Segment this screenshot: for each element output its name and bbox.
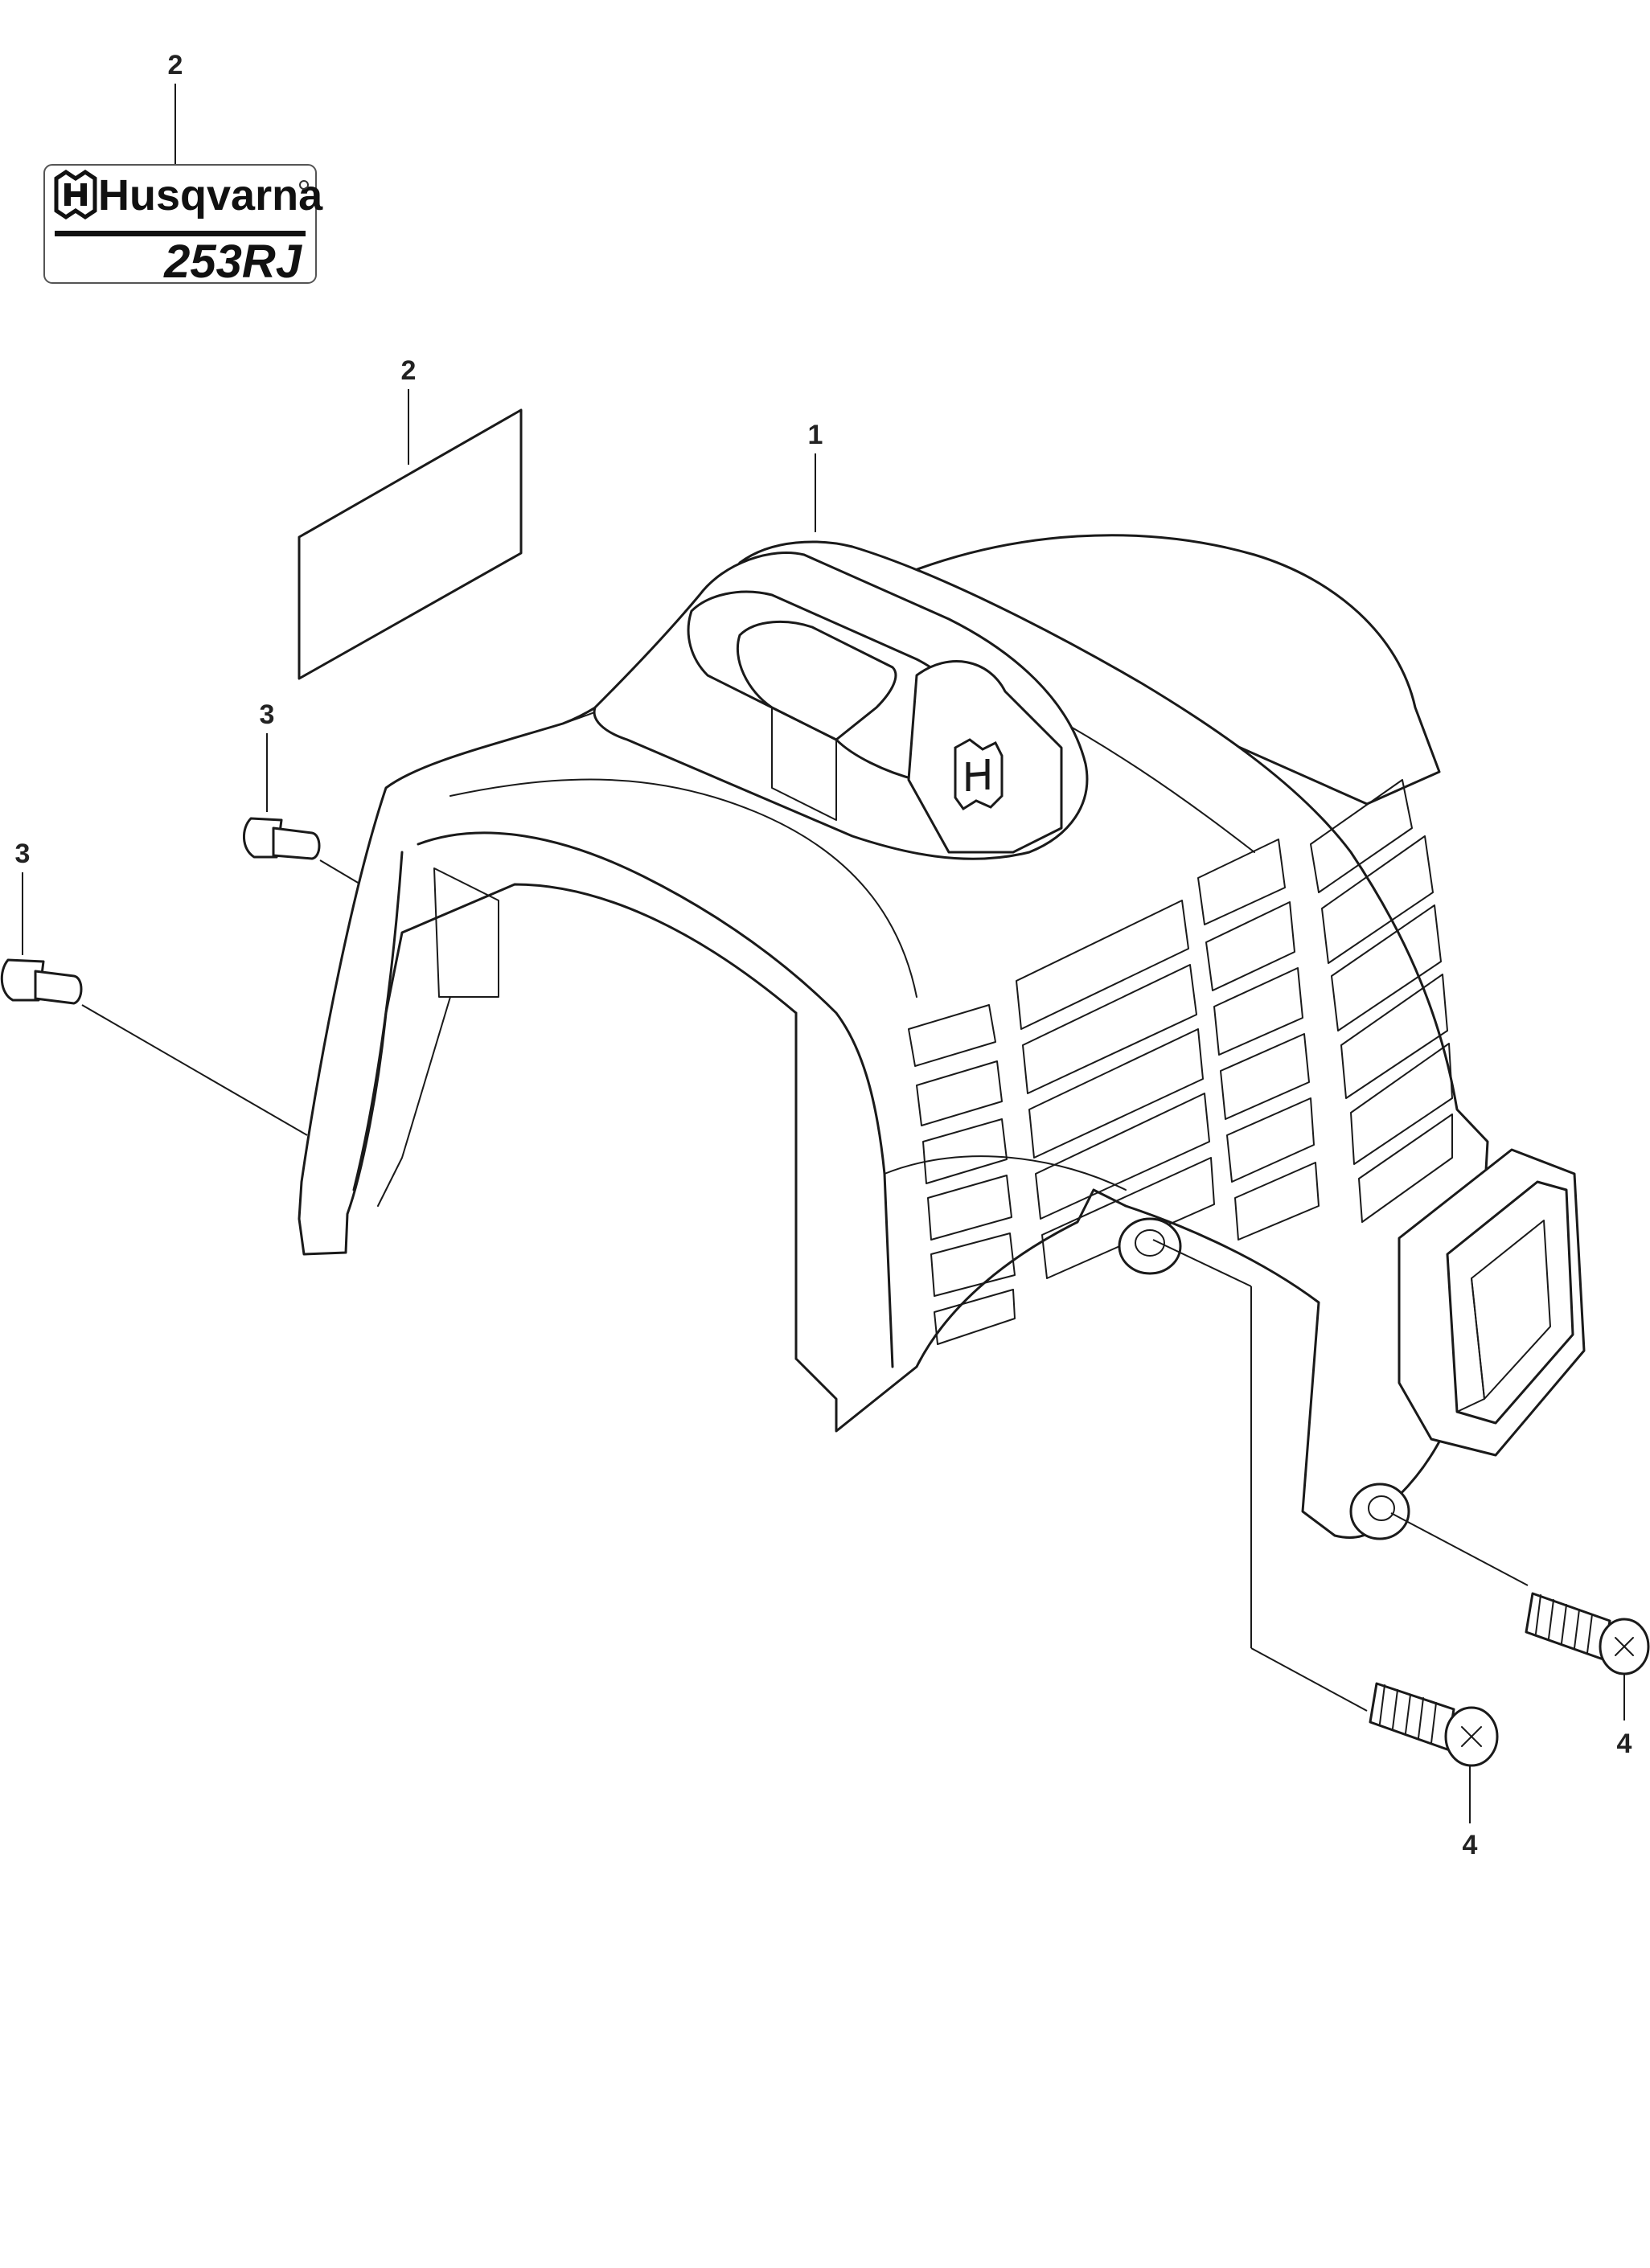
cover-left-leg-fold	[377, 996, 451, 1207]
leader-line-bolt-upper-axis	[319, 859, 364, 887]
grille-slot	[1350, 1043, 1453, 1165]
leader-line-screw-center-diag	[1250, 1647, 1368, 1712]
grille-slot	[1220, 1033, 1310, 1120]
cover-ridge-line-2	[449, 778, 917, 998]
leader-line-bolt-left-axis	[81, 1004, 308, 1136]
callout-bolt-left: 3	[15, 839, 31, 869]
screw-right-part: 4	[1390, 1512, 1650, 1759]
grille-slot	[930, 1232, 1016, 1297]
husqvarna-crown-icon	[54, 169, 97, 220]
decal-model-text: 253RJ	[163, 236, 303, 288]
cover-rear-shell	[899, 534, 1441, 806]
cover-arch-inner-edge	[417, 831, 894, 1368]
decal-label-part: 2 Husqvarna 253RJ	[43, 50, 323, 288]
grille-slot	[1016, 900, 1189, 1030]
boss-ring	[1349, 1483, 1410, 1540]
callout-screw-center: 4	[1463, 1830, 1478, 1860]
handle-opening-wall	[771, 707, 837, 821]
handle-grip-opening	[736, 620, 897, 741]
decal-brand-text: Husqvarna	[98, 171, 323, 219]
registered-mark-icon	[299, 180, 309, 190]
grille-slot	[1340, 974, 1448, 1099]
husqvarna-emblem-icon	[954, 738, 1004, 811]
grille-slot	[922, 1118, 1008, 1184]
screw-right-thread	[1525, 1592, 1611, 1661]
cover-grille-left	[908, 1004, 1016, 1345]
grille-slot	[908, 1004, 996, 1067]
cover-top-handle	[593, 551, 1089, 860]
screw-center-thread	[1369, 1682, 1455, 1751]
cover-right-boss	[1349, 1483, 1410, 1540]
leader-line-screw-right-axis	[1390, 1512, 1529, 1586]
decal-sheet	[298, 408, 523, 680]
grille-slot	[1035, 1093, 1210, 1220]
boss-hole	[1368, 1495, 1395, 1521]
callout-label-top: 2	[168, 50, 183, 80]
boss-hole	[1135, 1229, 1165, 1257]
bolt-left-head	[0, 958, 45, 1002]
decal-sheet-part: 2	[298, 355, 523, 680]
grille-slot	[1226, 1097, 1315, 1183]
grille-slot	[1331, 904, 1442, 1031]
bolt-left-shank	[34, 970, 83, 1005]
engine-cover-part: 1	[298, 420, 1586, 1540]
grille-slot	[1213, 967, 1303, 1056]
cover-grille-right	[1310, 779, 1453, 1223]
grille-slot	[1197, 839, 1286, 925]
grille-slot	[1234, 1162, 1320, 1241]
phillips-drive-icon	[1615, 1637, 1634, 1656]
grille-slot	[1310, 779, 1413, 893]
outlet-inner-edge	[1456, 1278, 1485, 1413]
grille-slot	[1321, 835, 1434, 964]
decal-rule	[55, 231, 306, 236]
leader-line-screw-center-axis	[1152, 1239, 1252, 1287]
bolt-upper-part: 3	[243, 699, 364, 887]
grille-slot	[934, 1289, 1016, 1345]
grille-slot	[1205, 901, 1295, 991]
cover-grille-center	[1016, 839, 1320, 1279]
grille-slot	[1022, 964, 1197, 1094]
grille-slot	[1358, 1113, 1453, 1223]
bolt-upper-shank	[272, 826, 321, 860]
decal-outline	[43, 164, 317, 284]
boss-ring	[1118, 1217, 1182, 1275]
phillips-drive-icon	[1461, 1726, 1482, 1747]
cover-arch-floor	[884, 1155, 1127, 1191]
handle-front-post	[907, 660, 1063, 854]
cover-center-boss	[1118, 1217, 1182, 1275]
cover-left-leg-edge	[352, 851, 404, 1191]
screw-right-thread-lines	[1535, 1594, 1593, 1654]
callout-cover: 1	[808, 420, 823, 450]
bolt-upper-head	[243, 817, 283, 859]
bolt-left-part: 3	[0, 839, 308, 1136]
callout-bolt-upper: 3	[260, 699, 275, 730]
cover-left-leg-step	[433, 867, 499, 998]
screw-center-part: 4	[1152, 1239, 1499, 1860]
cover-exhaust-outlet	[1398, 1148, 1586, 1457]
grille-slot	[927, 1175, 1012, 1241]
callout-decal-sheet: 2	[401, 355, 417, 386]
grille-slot	[1028, 1028, 1204, 1159]
screw-center-thread-lines	[1379, 1684, 1437, 1744]
grille-slot	[1041, 1157, 1215, 1279]
callout-screw-right: 4	[1617, 1729, 1632, 1759]
grille-slot	[916, 1060, 1003, 1126]
